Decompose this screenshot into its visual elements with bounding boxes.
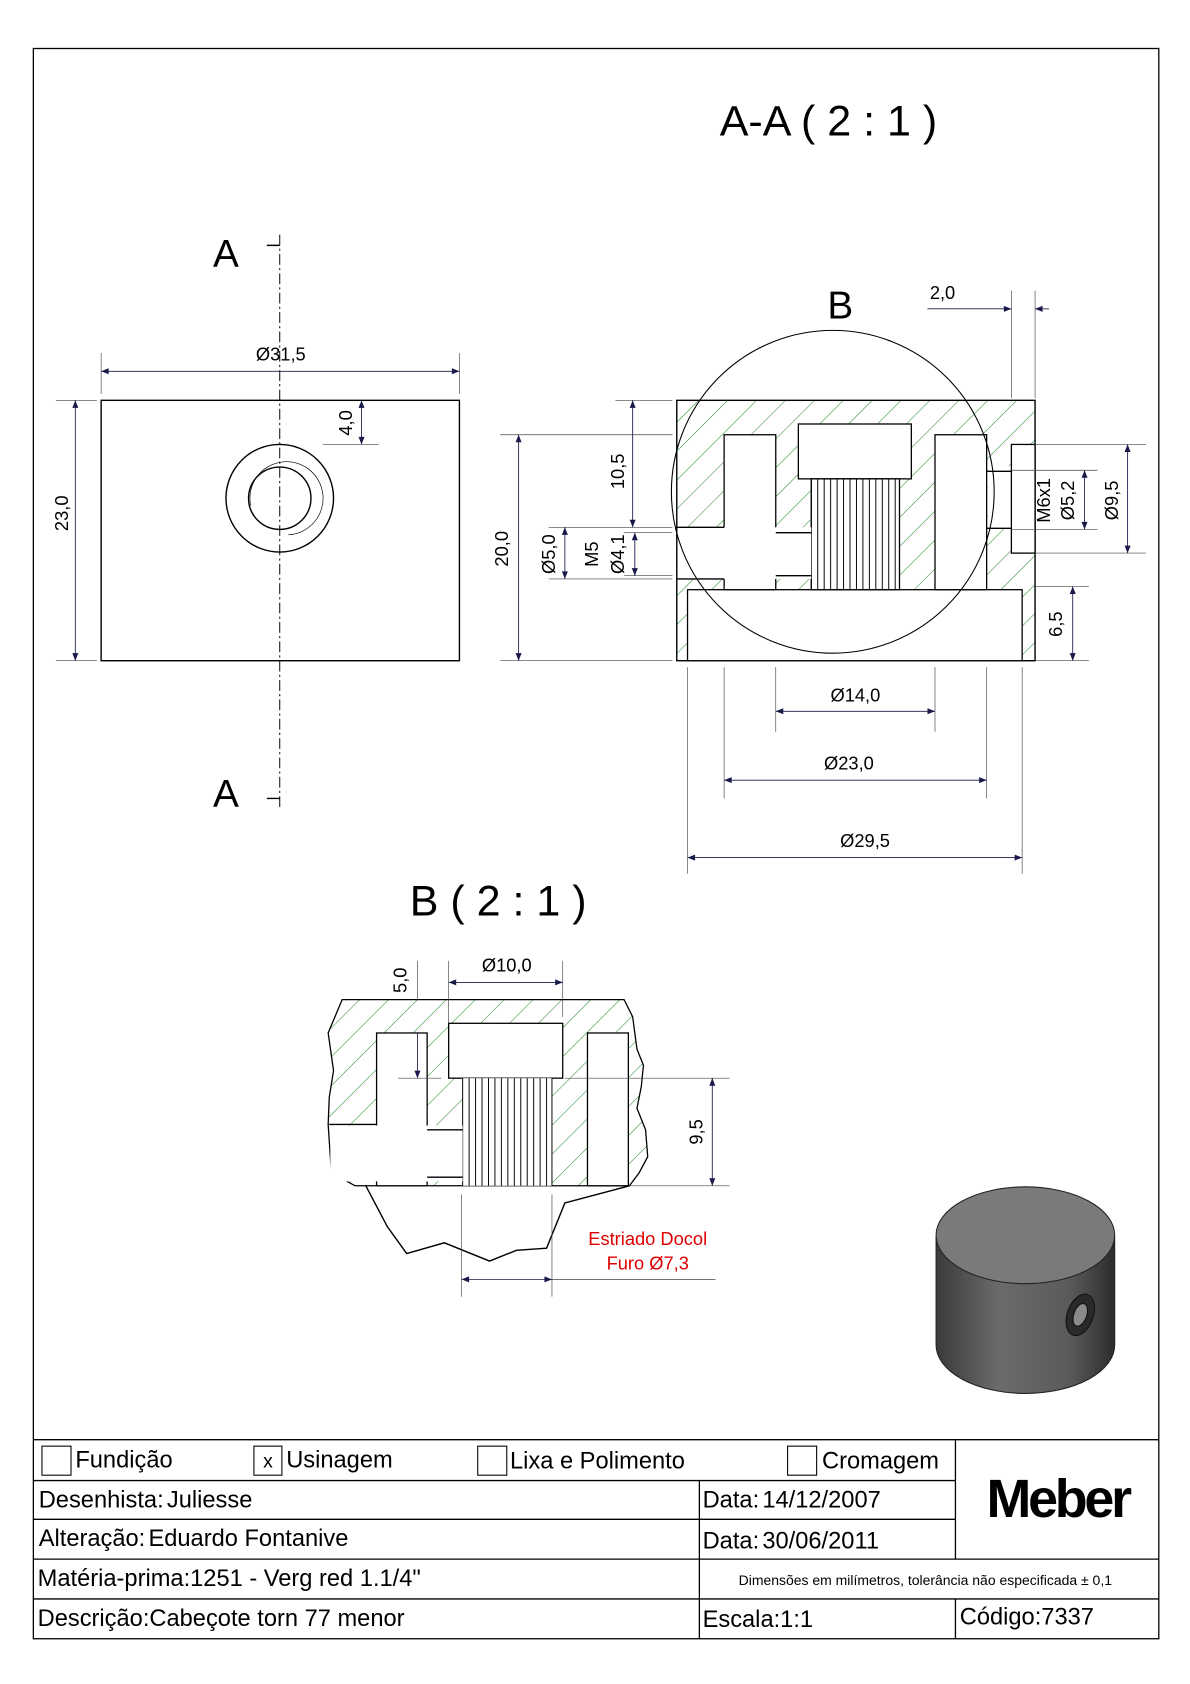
title-block: Fundição x Usinagem Lixa e Polimento Cro…	[33, 1439, 1159, 1639]
svg-text:Código:7337: Código:7337	[960, 1605, 1094, 1631]
dim-10-5: 10,5	[607, 454, 628, 490]
svg-text:Usinagem: Usinagem	[286, 1448, 393, 1474]
note-furo: Furo Ø7,3	[607, 1253, 689, 1274]
dim-dia31-5: Ø31,5	[256, 344, 306, 365]
escala-label: Escala:	[703, 1607, 781, 1633]
data2-label: Data:	[703, 1528, 760, 1554]
svg-text:Data:30/06/2011: Data:30/06/2011	[703, 1528, 879, 1554]
svg-text:Lixa e Polimento: Lixa e Polimento	[510, 1449, 685, 1475]
dim-m6x1: M6x1	[1033, 478, 1054, 523]
cut-label-top: A	[213, 233, 239, 276]
tolerance-note: Dimensões em milímetros, tolerância não …	[739, 1572, 1113, 1588]
drawing-border	[32, 47, 1160, 1640]
company-logo: Meber	[987, 1469, 1133, 1529]
dim-9-5: 9,5	[686, 1119, 707, 1144]
section-view-a-a: A-A ( 2 : 1 ) B 2,0 10,5 20	[491, 98, 1146, 874]
detail-b-circle	[670, 329, 995, 654]
dim-dia9-5: Ø9,5	[1101, 481, 1122, 521]
svg-text:Desenhista:Juliesse: Desenhista:Juliesse	[39, 1487, 253, 1513]
descricao-label: Descrição:	[38, 1606, 150, 1632]
side-view: A A Ø31,5 23,0 4,0	[51, 233, 461, 816]
process-checkbox-cromagem[interactable]: Cromagem	[787, 1445, 939, 1476]
dim-2-0: 2,0	[930, 282, 955, 303]
dim-dia14-0: Ø14,0	[830, 685, 880, 706]
descricao-value: Cabeçote torn 77 menor	[149, 1606, 404, 1632]
dim-dia5-0: Ø5,0	[538, 534, 559, 574]
data2-value: 30/06/2011	[762, 1528, 879, 1554]
dim-m5: M5	[581, 541, 602, 566]
svg-text:Fundição: Fundição	[75, 1448, 172, 1474]
codigo-label: Código:	[960, 1605, 1042, 1631]
detail-view-b: B ( 2 : 1 ) Ø10,0 5,0 9,5 Estriado Docol…	[327, 878, 730, 1297]
dim-4-0: 4,0	[335, 410, 356, 435]
desenhista-label: Desenhista:	[39, 1487, 164, 1513]
escala-value: 1:1	[780, 1607, 813, 1633]
desenhista-value: Juliesse	[167, 1487, 252, 1513]
dim-dia29-5: Ø29,5	[840, 830, 890, 851]
dim-20-0: 20,0	[491, 531, 512, 567]
svg-text:x: x	[263, 1451, 273, 1473]
alteracao-value: Eduardo Fontanive	[148, 1526, 348, 1552]
materia-label: Matéria-prima:	[38, 1566, 190, 1592]
detail-title: B ( 2 : 1 )	[410, 878, 587, 926]
svg-text:Escala:1:1: Escala:1:1	[703, 1607, 813, 1633]
data1-value: 14/12/2007	[762, 1487, 880, 1513]
note-estriado: Estriado Docol	[588, 1228, 707, 1249]
cut-label-bottom: A	[213, 773, 239, 816]
materia-value: 1251 - Verg red 1.1/4"	[190, 1566, 421, 1592]
svg-text:Data:14/12/2007: Data:14/12/2007	[703, 1487, 881, 1513]
svg-text:Descrição:Cabeçote torn 77 men: Descrição:Cabeçote torn 77 menor	[38, 1606, 405, 1632]
process-checkbox-usinagem[interactable]: x Usinagem	[253, 1445, 393, 1476]
part-3d-render	[935, 1186, 1116, 1394]
dim-dia10-0: Ø10,0	[482, 955, 532, 976]
svg-text:Matéria-prima:1251 - Verg red: Matéria-prima:1251 - Verg red 1.1/4"	[38, 1566, 421, 1592]
dim-dia4-1: Ø4,1	[607, 534, 628, 574]
dim-dia5-2: Ø5,2	[1057, 481, 1078, 521]
alteracao-label: Alteração:	[39, 1526, 146, 1552]
data1-label: Data:	[703, 1487, 760, 1513]
dim-5-0: 5,0	[390, 968, 411, 993]
codigo-value: 7337	[1041, 1605, 1094, 1631]
dim-23-0: 23,0	[51, 496, 72, 532]
svg-text:Alteração:Eduardo Fontanive: Alteração:Eduardo Fontanive	[39, 1526, 349, 1552]
section-title: A-A ( 2 : 1 )	[720, 98, 938, 146]
svg-text:Cromagem: Cromagem	[822, 1449, 939, 1475]
process-checkbox-lixa[interactable]: Lixa e Polimento	[477, 1445, 685, 1476]
process-checkbox-fundicao[interactable]: Fundição	[41, 1445, 173, 1476]
dim-6-5: 6,5	[1045, 611, 1066, 636]
detail-marker-b: B	[827, 285, 853, 328]
dim-dia23-0: Ø23,0	[824, 752, 874, 773]
